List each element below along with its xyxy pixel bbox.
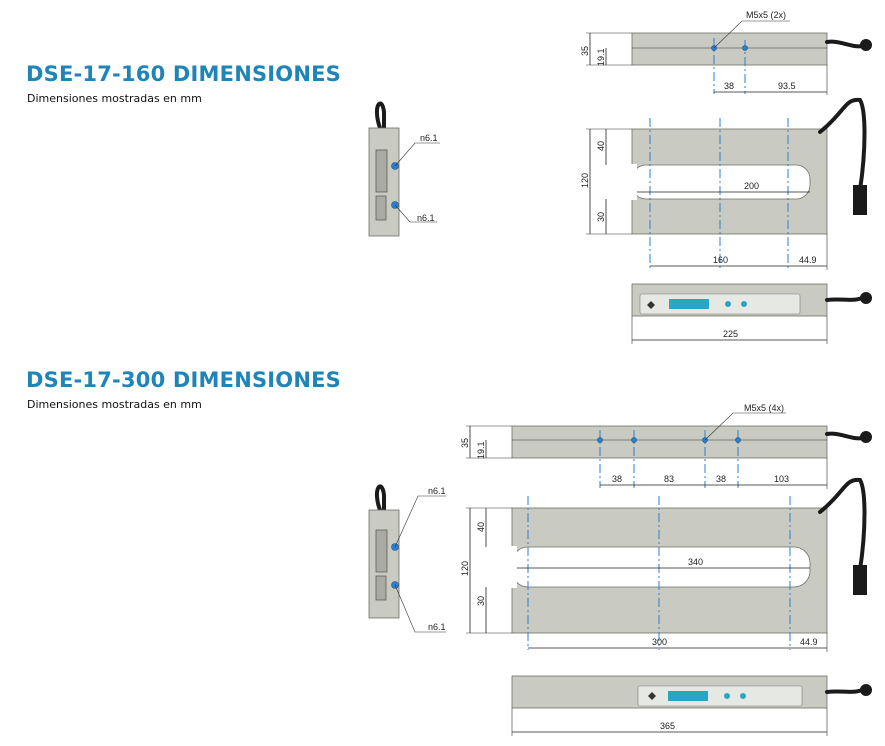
- s1-front-cable: [818, 97, 867, 192]
- s2-front-connector: [853, 565, 867, 595]
- s1-side-hole-top-label: n6.1: [420, 133, 438, 143]
- s2-top-offset-label: 19.1: [476, 441, 486, 459]
- s2-top-hole-1: [597, 437, 603, 443]
- s1-front-upper-label: 40: [596, 141, 606, 151]
- s2-side-hole-bottom-label: n6.1: [428, 622, 446, 632]
- s1-top-cable-end: [860, 39, 872, 51]
- s2-side-hole-top-label: n6.1: [428, 486, 446, 496]
- s2-top-body: [511, 425, 828, 459]
- s1-bottom-panel: [639, 293, 801, 315]
- s2-bottom-cable-end: [860, 684, 872, 696]
- s2-top-pitch-a-label: 38: [612, 474, 622, 484]
- s2-front-head-label: 44.9: [800, 637, 818, 647]
- s1-top-body: [631, 32, 828, 66]
- s2-top-to-end-label: 103: [774, 474, 789, 484]
- section-1-subtitle: Dimensiones mostradas en mm: [27, 92, 202, 105]
- s1-front-view: 120 40 30 200 160 44.9: [580, 97, 867, 270]
- s2-bottom-terminal: [668, 691, 708, 701]
- s1-bottom-cable-end: [860, 292, 872, 304]
- s2-bottom-view: 365: [511, 675, 872, 736]
- s2-front-slot: [511, 546, 811, 588]
- s1-bottom-terminal: [669, 299, 709, 309]
- s2-top-cable-end: [860, 431, 872, 443]
- s1-front-slot: [631, 164, 811, 200]
- s2-top-thread-label: M5x5 (4x): [744, 403, 784, 413]
- s2-front-cable: [818, 477, 867, 572]
- s2-bottom-led-2: [740, 693, 746, 699]
- s1-side-connector-lower: [375, 195, 387, 221]
- s2-top-hole-2: [631, 437, 637, 443]
- s1-bottom-led-1: [725, 301, 731, 307]
- s1-top-hole-2: [742, 45, 748, 51]
- s1-side-view: n6.1 n6.1: [368, 101, 440, 237]
- s1-top-cable: [825, 39, 864, 49]
- section-2-subtitle: Dimensiones mostradas en mm: [27, 398, 202, 411]
- s1-top-to-end-label: 93.5: [778, 81, 796, 91]
- s2-front-slot-length-label: 340: [688, 557, 703, 567]
- s2-bottom-logo-icon: [648, 692, 656, 700]
- s1-side-cable: [374, 101, 386, 152]
- s1-bottom-logo-icon: [647, 301, 655, 309]
- s1-front-lower-label: 30: [596, 212, 606, 222]
- s2-front-sensing-label: 300: [652, 637, 667, 647]
- s2-top-hole-4: [735, 437, 741, 443]
- s2-top-pitch-b-label: 38: [716, 474, 726, 484]
- s1-top-offset-label: 19.1: [596, 48, 606, 66]
- s1-bottom-cable: [825, 296, 864, 302]
- s1-top-view: M5x5 (2x) 35 19.1 38 93.5: [580, 10, 872, 95]
- s1-front-head-label: 44.9: [799, 255, 817, 265]
- s2-top-cable: [825, 431, 864, 441]
- s2-top-pitch-mid-label: 83: [664, 474, 674, 484]
- s2-front-upper-label: 40: [476, 522, 486, 532]
- s2-bottom-length-label: 365: [660, 721, 675, 731]
- s2-side-cable: [374, 484, 386, 532]
- section-1-title: DSE-17-160 DIMENSIONES: [26, 62, 342, 86]
- s2-front-total-height-label: 120: [460, 561, 470, 576]
- s1-front-total-height-label: 120: [580, 173, 590, 188]
- s1-bottom-led-2: [741, 301, 747, 307]
- s2-top-height-label: 35: [460, 438, 470, 448]
- s2-side-connector-lower: [375, 575, 387, 601]
- s1-bottom-view: 225: [631, 283, 872, 344]
- s1-side-connector: [375, 149, 388, 193]
- s1-front-slot-length-label: 200: [744, 181, 759, 191]
- s1-top-pitch-label: 38: [724, 81, 734, 91]
- s1-front-connector: [853, 185, 867, 215]
- s1-top-height-label: 35: [580, 46, 590, 56]
- s2-bottom-panel: [637, 685, 803, 707]
- section-2-title: DSE-17-300 DIMENSIONES: [26, 368, 342, 392]
- s1-bottom-length-label: 225: [723, 329, 738, 339]
- s2-bottom-cable: [825, 688, 864, 694]
- s2-side-view: n6.1 n6.1: [368, 484, 446, 633]
- s2-top-view: M5x5 (4x) 35 19.1 38 83 38 103: [460, 403, 872, 489]
- s2-side-connector: [375, 529, 388, 573]
- s1-top-thread-label: M5x5 (2x): [746, 10, 786, 20]
- s2-bottom-led-1: [724, 693, 730, 699]
- s1-side-hole-bottom-label: n6.1: [417, 213, 435, 223]
- s2-front-lower-label: 30: [476, 596, 486, 606]
- s2-front-view: 120 40 30 340 300 44.9: [460, 477, 867, 652]
- s1-front-sensing-label: 160: [713, 255, 728, 265]
